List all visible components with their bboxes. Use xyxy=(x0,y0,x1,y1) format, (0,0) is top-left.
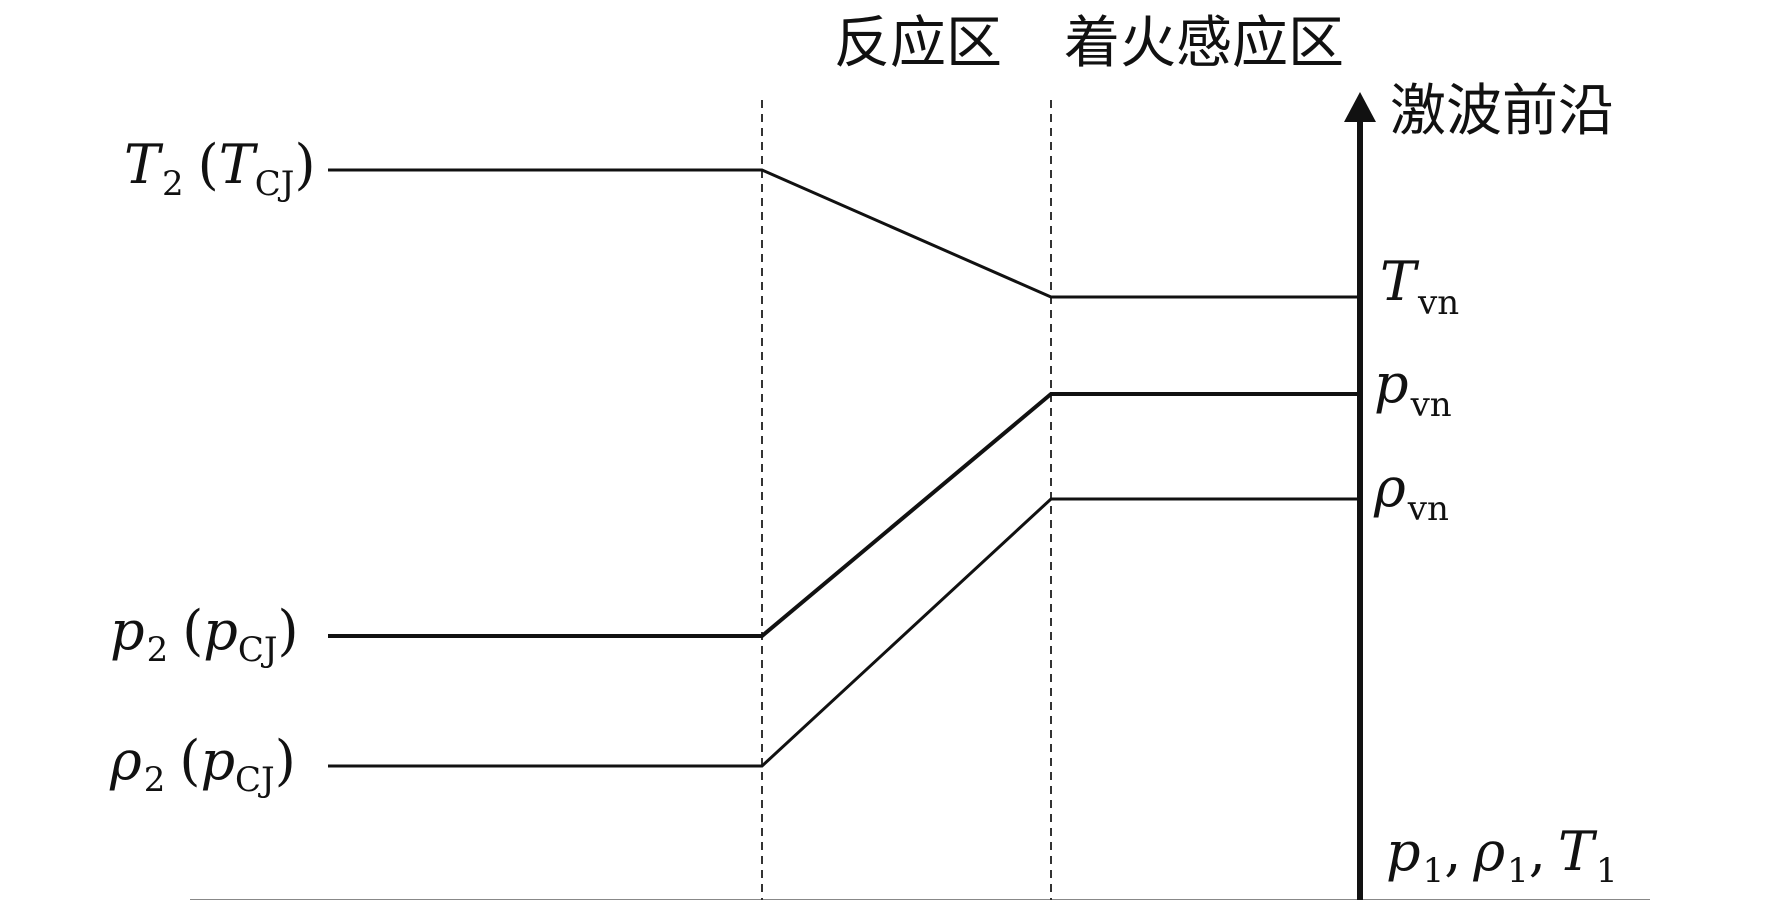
shock-front-label: 激波前沿 xyxy=(1390,79,1614,144)
shock-front-arrowhead xyxy=(1344,92,1376,122)
label-p2-pCJ: p2(pCJ) xyxy=(110,599,299,670)
label-p1-rho1-T1: p1,ρ1,T1 xyxy=(1386,820,1618,891)
density-profile-line xyxy=(328,497,1360,768)
label-rhovn: ρvn xyxy=(1373,456,1449,529)
induction-zone-label: 着火感应区 xyxy=(1064,11,1344,76)
label-Tvn: Tvn xyxy=(1380,250,1459,323)
pressure-profile-line xyxy=(328,392,1360,638)
label-T2-TCJ: T2(TCJ) xyxy=(124,133,316,204)
label-rho2-pCJ: ρ2(pCJ) xyxy=(109,729,296,800)
temperature-profile-line xyxy=(328,168,1360,299)
reaction-zone-label: 反应区 xyxy=(834,11,1002,76)
label-pvn: pvn xyxy=(1374,352,1452,425)
